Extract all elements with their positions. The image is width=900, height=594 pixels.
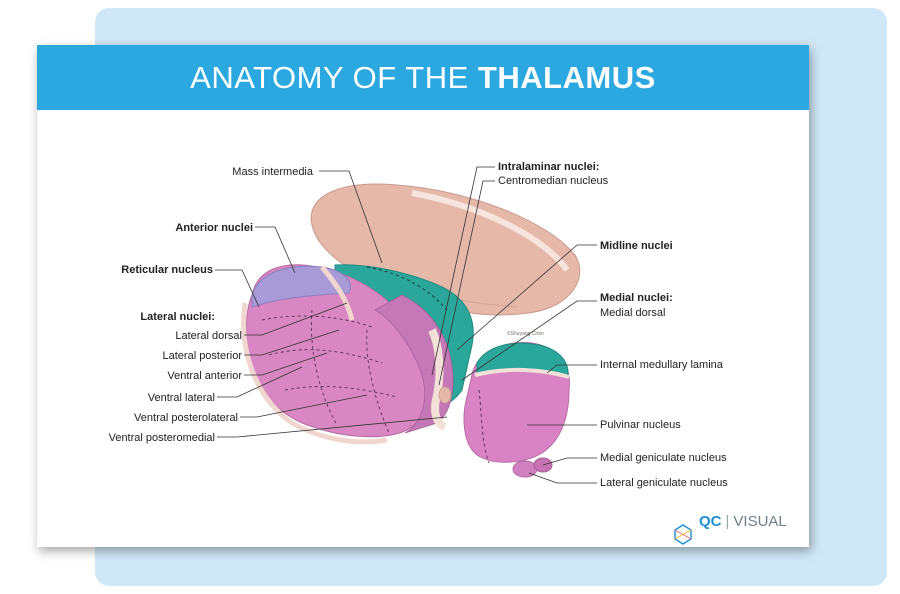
thalamus-diagram: ©Shuyang Chen [109, 161, 728, 545]
label-internal-medullary-lamina: Internal medullary lamina [600, 359, 724, 371]
pulvinar-shape [463, 341, 570, 478]
label-ventral-posteromedial: Ventral posteromedial [109, 432, 215, 444]
label-lateral-nuclei: Lateral nuclei: [140, 311, 215, 323]
label-anterior-nuclei: Anterior nuclei [175, 222, 253, 234]
label-ventral-posterolateral: Ventral posterolateral [134, 412, 238, 424]
label-pulvinar-nucleus: Pulvinar nucleus [600, 419, 681, 431]
label-mass-intermedia: Mass intermedia [232, 166, 314, 178]
brand-separator: | [725, 513, 730, 530]
title-emphasis: THALAMUS [477, 59, 656, 95]
label-lateral-dorsal: Lateral dorsal [175, 330, 242, 342]
poster-card: ANATOMY OF THE THALAMUS [37, 45, 809, 547]
lateral-thalamus-shape [241, 264, 454, 445]
brand-logo-text: QC [699, 513, 722, 530]
label-ventral-lateral: Ventral lateral [148, 392, 215, 404]
label-lateral-geniculate-nucleus: Lateral geniculate nucleus [600, 477, 728, 489]
internal-lamina-shape: ©Shuyang Chen [428, 328, 544, 431]
leader-lines [215, 166, 597, 484]
brand-logo-icon [674, 524, 692, 545]
label-midline-nuclei: Midline nuclei [600, 240, 673, 252]
label-reticular-nucleus: Reticular nucleus [121, 264, 213, 276]
artist-credit: ©Shuyang Chen [507, 330, 544, 337]
page-title: ANATOMY OF THE THALAMUS [190, 60, 656, 96]
label-lateral-posterior: Lateral posterior [163, 350, 243, 362]
brand-wordmark: QC | VISUAL [673, 513, 787, 530]
brand-name: VISUAL [733, 513, 787, 530]
title-prefix: ANATOMY OF THE [190, 59, 469, 95]
label-medial-dorsal: Medial dorsal [600, 307, 665, 319]
label-intralaminar-nuclei: Intralaminar nuclei: [498, 161, 599, 173]
label-medial-geniculate-nucleus: Medial geniculate nucleus [600, 452, 727, 464]
title-banner: ANATOMY OF THE THALAMUS [37, 45, 809, 110]
label-centromedian-nucleus: Centromedian nucleus [498, 175, 609, 187]
label-ventral-anterior: Ventral anterior [167, 370, 242, 382]
label-medial-nuclei: Medial nuclei: [600, 292, 673, 304]
